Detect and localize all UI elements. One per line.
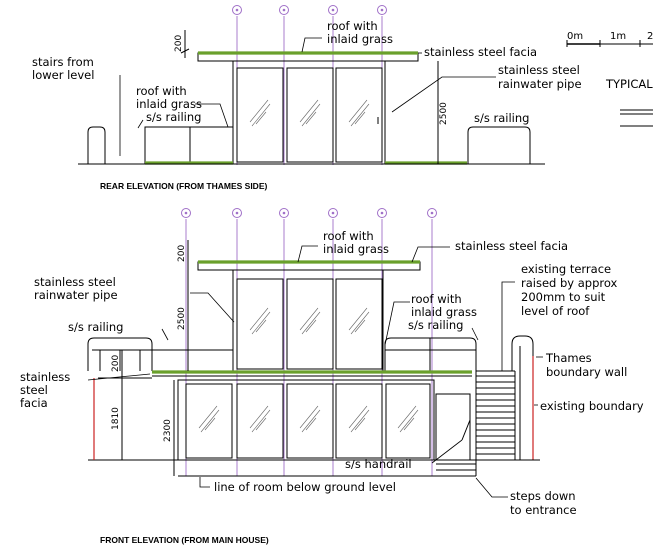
rear-roof-label-1: roof with: [327, 19, 378, 33]
front-left-railing: [87, 337, 153, 371]
front-entrance-door: [435, 393, 471, 461]
rear-glass-panels: [236, 67, 383, 163]
front-pipe-leader: [190, 292, 235, 323]
scale-bar: 0m 1m 2: [566, 31, 653, 47]
front-thames-label-1: Thames: [545, 351, 592, 365]
front-facia-left-label-3: facia: [20, 396, 48, 410]
front-dim-lower: 1810: [111, 407, 121, 430]
rear-elevation: 200 2500 stairs from lower level roof wi…: [32, 5, 582, 191]
rear-facia-label: stainless steel facia: [424, 45, 537, 59]
front-facia-left-label-1: stainless: [20, 370, 70, 384]
front-terrace-label-1: existing terrace: [521, 262, 611, 276]
rear-elevation-title: REAR ELEVATION (FROM THAMES SIDE): [100, 181, 267, 191]
rear-roof-leader: [301, 37, 322, 53]
rear-left-lower-roof: [144, 126, 234, 165]
front-upper-glass: [236, 278, 383, 370]
front-elevation-title: FRONT ELEVATION (FROM MAIN HOUSE): [100, 535, 269, 545]
front-facia-left-leader: [87, 373, 151, 381]
rear-left-railing-label: s/s railing: [146, 110, 201, 124]
front-roof-label-2: inlaid grass: [323, 242, 389, 256]
front-stairs: [436, 335, 534, 477]
rear-stair-post: [87, 126, 106, 164]
front-steps-leader: [475, 477, 508, 498]
front-railing-left-label: s/s railing: [68, 320, 123, 334]
front-roof-leader: [297, 245, 318, 263]
front-steps-label-1: steps down: [510, 489, 576, 503]
front-lower-glass: [185, 383, 431, 459]
front-roof-mid-leader: [384, 301, 410, 346]
scale-start-label: 0m: [567, 31, 583, 42]
typical-label: TYPICAL: [605, 77, 653, 91]
rear-pipe-leader: [391, 76, 496, 113]
front-dim-total: 2300: [163, 419, 173, 442]
front-dim-top: 200: [177, 245, 187, 262]
rear-stairs-label-1: stairs from: [32, 55, 94, 69]
rear-dim-height: 2500: [439, 102, 449, 125]
front-dim-upper: 2500: [177, 307, 187, 330]
rear-right-railing-label: s/s railing: [474, 111, 529, 125]
front-facia-leader: [411, 246, 450, 263]
front-roof-label-1: roof with: [323, 229, 374, 243]
rear-stairs-label-2: lower level: [32, 68, 94, 82]
front-pipe-label-2: rainwater pipe: [34, 288, 118, 302]
front-terrace-label-3: 200mm to suit: [521, 290, 606, 304]
front-elevation: 200 2500 200 1810 2300 roof with inlaid …: [20, 208, 644, 545]
front-railing-mid-leader: [471, 327, 479, 341]
rear-pipe-label-2: rainwater pipe: [498, 77, 582, 91]
front-lower-building: [177, 379, 435, 461]
rear-right-railing: [467, 126, 531, 164]
scale-mid-label: 1m: [610, 31, 626, 42]
front-facia-label: stainless steel facia: [455, 239, 568, 253]
front-roof-mid-label-2: inlaid grass: [411, 305, 477, 319]
front-room-leader: [199, 477, 210, 488]
front-terrace-label-4: level of roof: [521, 304, 590, 318]
front-railing-mid-label: s/s railing: [408, 318, 463, 332]
front-terrace-label-2: raised by approx: [521, 276, 618, 290]
front-thames-label-2: boundary wall: [546, 365, 627, 379]
front-boundary-label: existing boundary: [540, 399, 644, 413]
front-steps-label-2: to entrance: [510, 503, 577, 517]
front-roof-mid-label-1: roof with: [411, 292, 462, 306]
front-facia-left-label-2: steel: [20, 383, 48, 397]
front-railing-left-leader: [161, 328, 169, 341]
rear-left-roof-label-2: inlaid grass: [136, 97, 202, 111]
front-room-label: line of room below ground level: [214, 480, 396, 494]
rear-left-roof-leader: [195, 103, 229, 128]
rear-dim-top: 200: [174, 35, 184, 52]
front-handrail-leader: [431, 439, 463, 464]
front-grid-lines: [181, 208, 437, 476]
rear-roof-label-2: inlaid grass: [327, 32, 393, 46]
rear-left-roof-label-1: roof with: [136, 84, 187, 98]
front-dim-mid: 200: [111, 355, 121, 372]
front-pipe-label-1: stainless steel: [34, 275, 116, 289]
front-terrace-leader: [501, 281, 515, 371]
scale-end-label: 2: [647, 31, 653, 42]
rear-pipe-label-1: stainless steel: [498, 63, 580, 77]
front-handrail-label: s/s handrail: [345, 457, 412, 471]
rear-left-railing-leader: [137, 119, 144, 129]
